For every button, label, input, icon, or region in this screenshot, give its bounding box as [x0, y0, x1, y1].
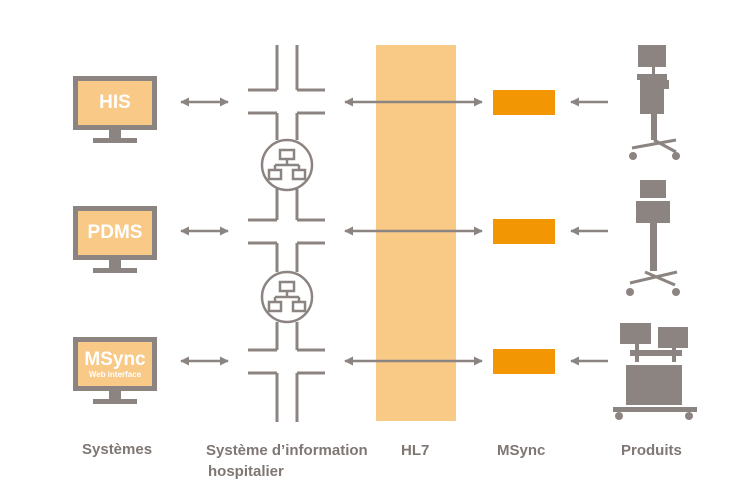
monitor-base: [93, 399, 137, 404]
monitor-base: [93, 138, 137, 143]
msync-block: [493, 90, 555, 115]
label-products: Produits: [621, 442, 682, 459]
monitor-label: HIS: [99, 92, 131, 113]
msync-monitor: MSync Web interface: [73, 337, 157, 404]
his-monitor: HIS: [73, 76, 157, 143]
network-rails: [248, 45, 325, 422]
msync-block: [493, 349, 555, 374]
monitor-screen: MSync Web interface: [73, 337, 157, 391]
label-his-line1: Système d’information: [206, 442, 368, 459]
monitor-label: MSync: [84, 348, 146, 370]
network-hub-icon: [260, 270, 314, 324]
label-systems: Systèmes: [82, 441, 153, 458]
monitor-stand: [109, 260, 121, 268]
monitor-screen: PDMS: [73, 206, 157, 260]
monitor-label: PDMS: [87, 222, 143, 243]
label-hl7: HL7: [401, 442, 430, 459]
pdms-monitor: PDMS: [73, 206, 157, 273]
infusion-cart-icon: [629, 45, 680, 160]
monitor-screen: HIS: [73, 76, 157, 130]
msync-block: [493, 219, 555, 244]
pump-stand-icon: [626, 180, 680, 296]
network-hub-icon: [260, 138, 314, 192]
product-msync-arrows: [570, 97, 608, 366]
workstation-cart-icon: [613, 323, 697, 420]
monitor-sublabel: Web interface: [88, 369, 142, 379]
monitor-base: [93, 268, 137, 273]
network-msync-arrows: [344, 97, 483, 366]
label-his-line2: hospitalier: [208, 463, 284, 480]
label-msync: MSync: [497, 442, 546, 459]
system-network-arrows: [180, 97, 229, 366]
monitor-stand: [109, 391, 121, 399]
monitor-stand: [109, 130, 121, 138]
